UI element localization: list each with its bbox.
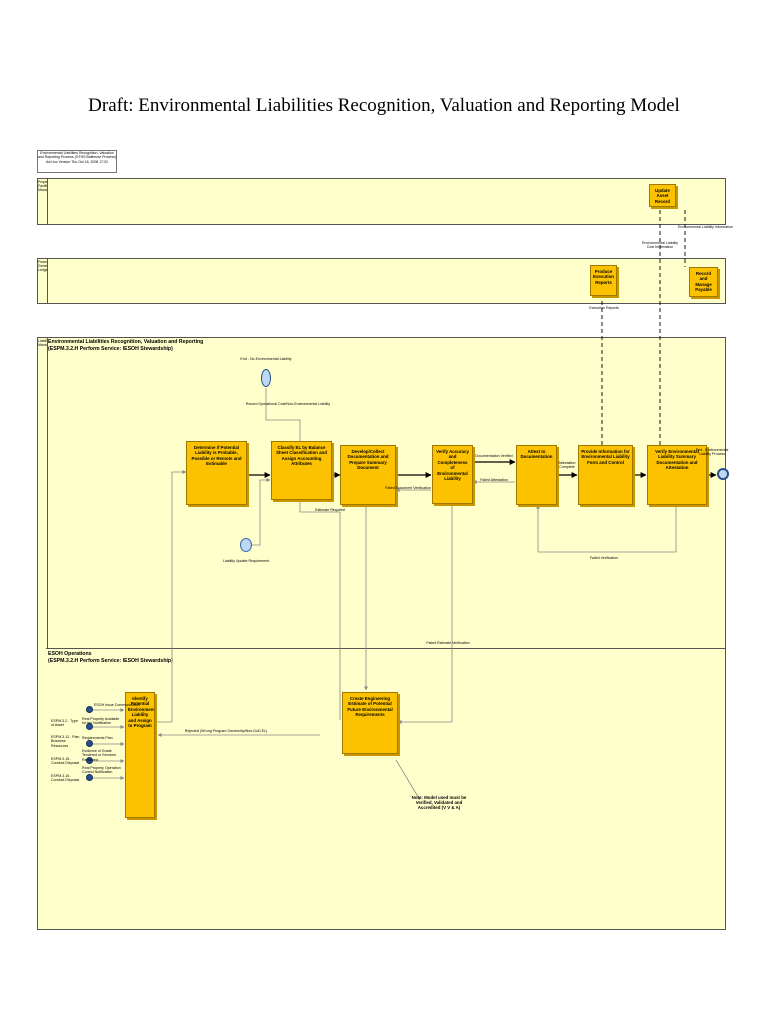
lane-label: Property Facility Manager — [38, 179, 48, 224]
lane-subtitle: (ESPM.3.2.H Perform Service: IESOH Stewa… — [48, 346, 173, 352]
flow-label: End - Environmental Liability Process — [695, 448, 729, 457]
flow-label: Record Operational Cost/Non-Environmenta… — [245, 402, 331, 406]
lane-title: Environmental Liabilities Recognition, V… — [48, 339, 204, 345]
lane-subtitle: (ESPM.3.2.H Perform Service: IESOH Stewa… — [48, 658, 173, 664]
input-source-label: ESPM.3.2.. Type of Asset — [51, 719, 78, 728]
flow-label: Attestation Complete — [558, 461, 576, 470]
flow-label: Liability Update Requirement — [222, 559, 270, 563]
verify-summary-box[interactable]: Verify Environmental Liability Summary D… — [647, 445, 707, 505]
lane-liability-manager: Liability Manager — [37, 337, 726, 930]
attest-documentation-box[interactable]: Attest to Documentation — [516, 445, 557, 505]
verify-accuracy-box[interactable]: Verify Accuracy and Completeness of Envi… — [432, 445, 473, 504]
end-event-icon — [261, 369, 271, 387]
flow-label: Failed Document Verification — [385, 486, 431, 490]
record-manage-payable-box[interactable]: Record and Manage Payable — [689, 267, 718, 297]
provide-information-box[interactable]: Provide Information for Environmental Li… — [578, 445, 633, 505]
update-asset-record-box[interactable]: Update Asset Record — [649, 184, 676, 207]
input-source-label: ESPM.3.15.. Conduct Disposal — [51, 757, 80, 766]
input-label: Real Property Operation Control Notifica… — [82, 766, 121, 775]
classify-liability-box[interactable]: Classify EL by Balance Sheet Classificat… — [271, 441, 332, 500]
produce-execution-reports-box[interactable]: Produce Execution Reports — [590, 265, 617, 296]
flow-label: Failed Attestation — [480, 478, 508, 482]
end-event-icon — [717, 468, 729, 480]
flow-label: Failed Verification — [589, 556, 619, 560]
flow-label: Failed Estimate Verification — [426, 641, 470, 645]
input-label: Requirements Plan — [82, 736, 113, 740]
message-start-icon — [86, 706, 93, 713]
develop-documentation-box[interactable]: Develop/Collect Documentation and Prepar… — [340, 445, 396, 505]
lane-label: Liability Manager — [38, 338, 48, 649]
message-start-icon — [86, 740, 93, 747]
create-estimate-box[interactable]: Create Engineering Estimate of Potential… — [342, 692, 398, 754]
lane-label: Finance General Ledger — [38, 259, 48, 303]
message-start-icon — [86, 723, 93, 730]
lane-property-manager: Property Facility Manager — [37, 178, 726, 225]
model-note: Note: Model used must be Verified, Valid… — [411, 795, 467, 811]
flow-label: Environmental Liability Information — [678, 225, 733, 229]
input-source-label: ESPM.3.12.. Plan Business Resources — [51, 735, 80, 748]
determine-liability-box[interactable]: Determine if Potential Liability is Prob… — [186, 441, 247, 505]
lane-title: ESOH Operations — [48, 651, 92, 657]
input-label: Evidence of Grade Tendered or Services R… — [82, 749, 116, 762]
lane-divider — [46, 648, 726, 649]
flow-label: End - No Environmental Liability — [240, 357, 292, 361]
flow-label: Documentation Verified — [475, 454, 513, 458]
input-label: Real Property Available for the Notifica… — [82, 717, 120, 726]
flow-label: Rejected (Wrong Program Ownership/Non-Do… — [184, 729, 268, 733]
timer-start-event-icon — [240, 538, 252, 552]
page-title: Draft: Environmental Liabilities Recogni… — [88, 95, 680, 116]
model-info-box: Environmental Liabilities Recognition, V… — [37, 150, 117, 173]
input-source-label: ESPM.3.15.. Conduct Disposal — [51, 774, 80, 783]
message-start-icon — [86, 774, 93, 781]
flow-label: Execution Reports — [589, 306, 619, 310]
message-start-icon — [86, 757, 93, 764]
flow-label: Estimate Required — [315, 508, 345, 512]
identify-liability-box[interactable]: Identify Potential Environmental Liabili… — [125, 692, 155, 818]
flow-label: Environmental Liability Cost Information — [642, 241, 678, 250]
input-label: ESOH Issue Communication — [94, 703, 140, 707]
